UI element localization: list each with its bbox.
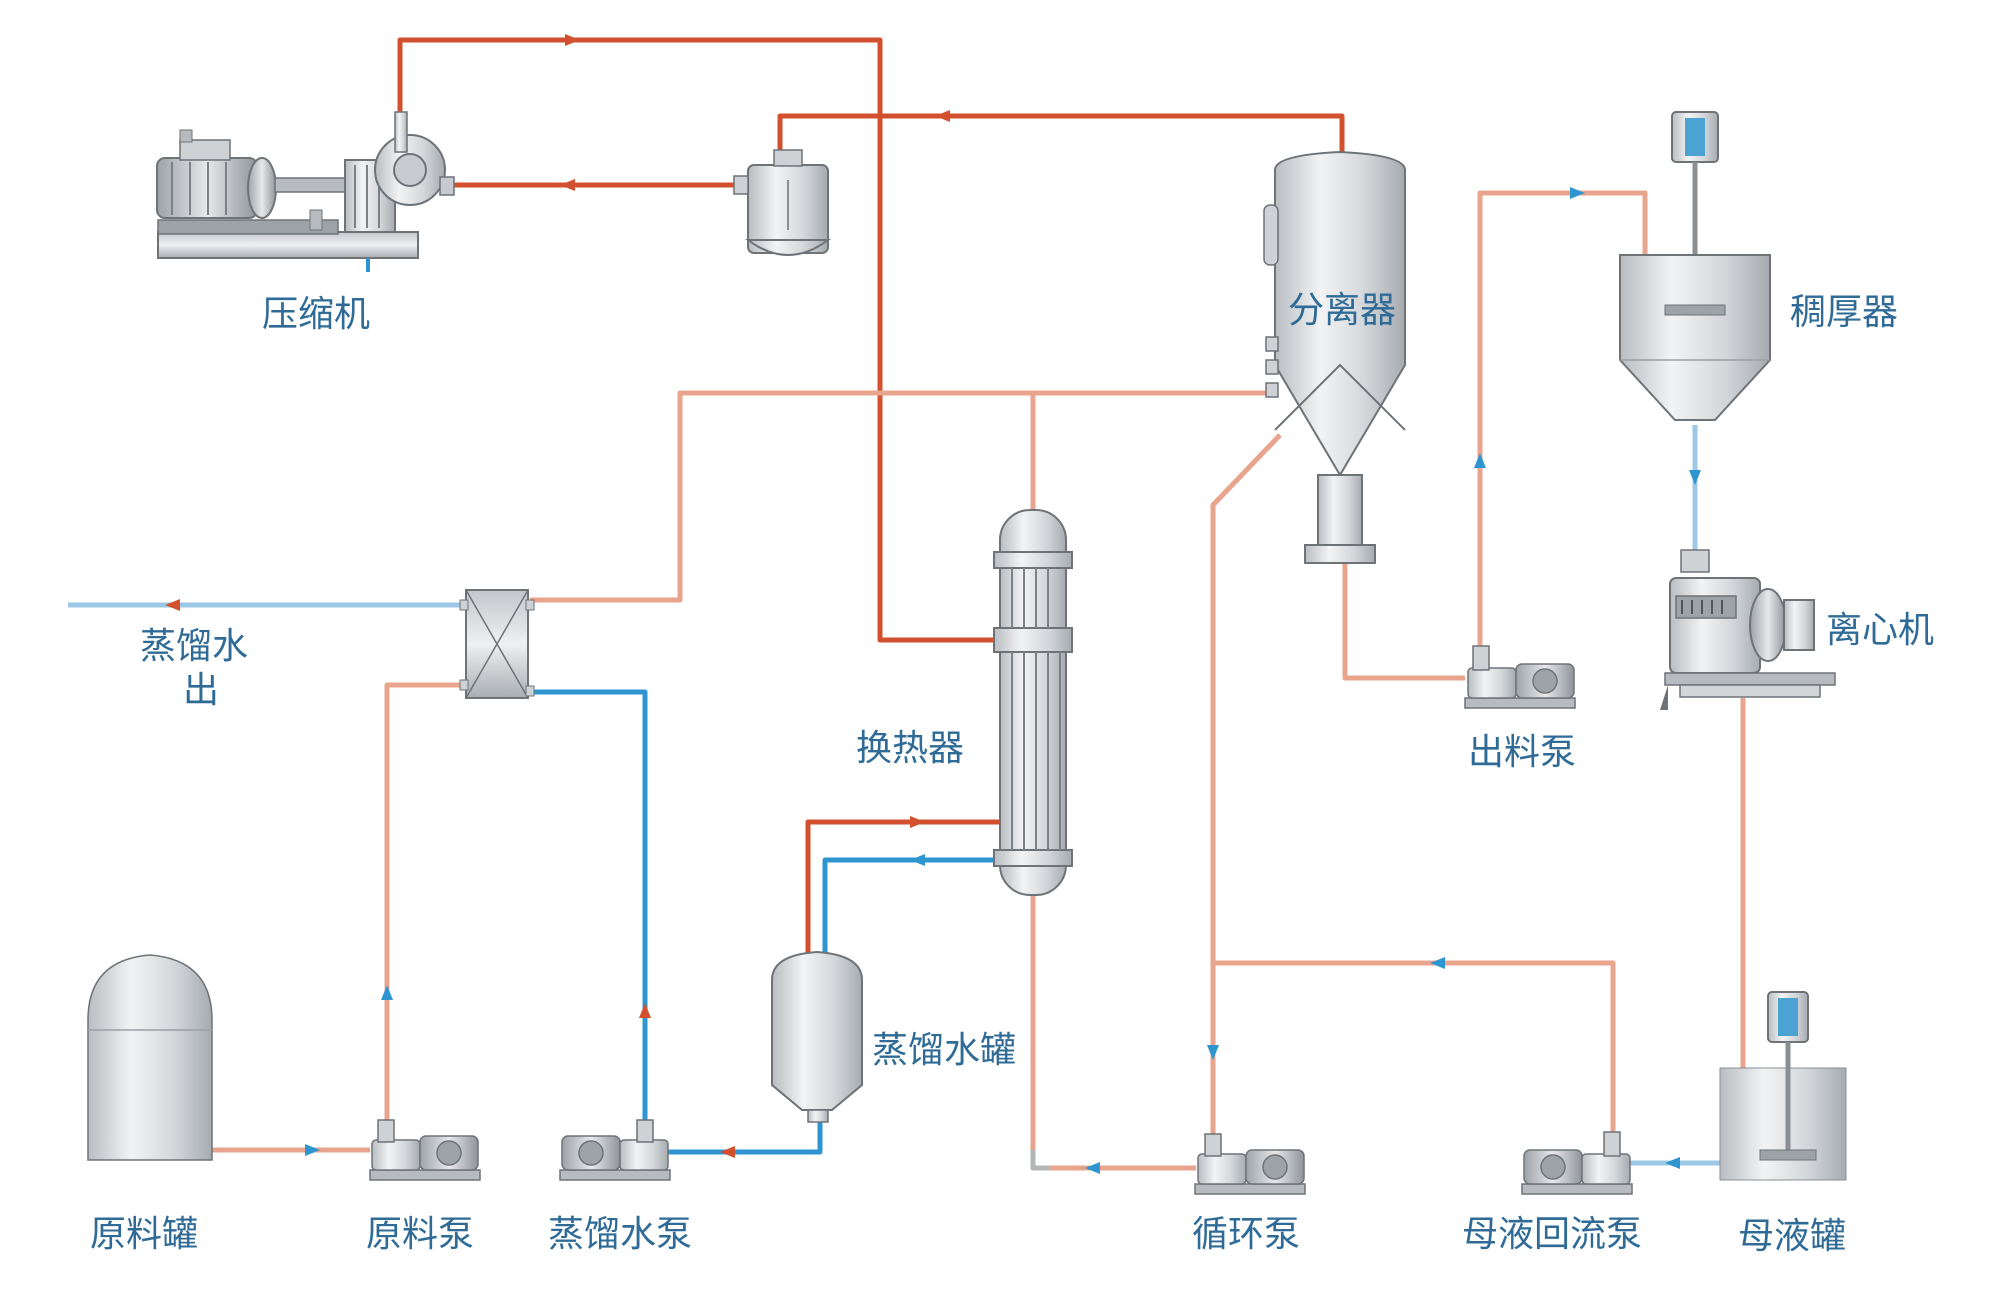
flow-arrow bbox=[1665, 1157, 1680, 1169]
flow-arrow bbox=[1570, 187, 1585, 199]
separator bbox=[1263, 150, 1406, 564]
preheater bbox=[459, 589, 535, 699]
feed-pipe-raw-pump-to-preheater bbox=[384, 682, 466, 1126]
flow-arrow bbox=[305, 1144, 320, 1156]
steam-pipe-exchanger-to-distilled-tank bbox=[805, 819, 1000, 960]
flow-arrow bbox=[1689, 470, 1701, 485]
flow-arrow bbox=[910, 854, 925, 866]
water-pipe-tank-to-distilled-pump bbox=[668, 1120, 823, 1155]
steam-pipe-compressor-to-exchanger bbox=[397, 37, 1000, 643]
flow-arrow bbox=[1474, 453, 1486, 468]
steam-trap-tank bbox=[733, 149, 832, 256]
flow-arrow bbox=[720, 1146, 735, 1158]
flow-arrow bbox=[935, 110, 950, 122]
feed-pipe-discharge-pump-to-thickener bbox=[1477, 190, 1648, 652]
flow-arrow bbox=[565, 34, 580, 46]
flow-arrow bbox=[910, 816, 925, 828]
steam-pipe-separator-to-trap bbox=[777, 113, 1345, 152]
distilled-water-pump bbox=[559, 1119, 671, 1181]
heat-exchanger bbox=[993, 509, 1073, 896]
mother-liquor-return-pump bbox=[1521, 1131, 1633, 1195]
flow-arrow bbox=[1430, 957, 1445, 969]
centrifuge-label: 离心机 bbox=[1826, 610, 1934, 651]
discharge-pump-label: 出料泵 bbox=[1468, 732, 1576, 773]
circulation-pump-label: 循环泵 bbox=[1192, 1214, 1300, 1255]
gray-pipe-exchanger-drain bbox=[1030, 1150, 1050, 1171]
separator-label: 分离器 bbox=[1288, 290, 1396, 331]
feed-pipe-separator-to-preheater bbox=[530, 390, 1275, 603]
mother-liquor-tank-label: 母液罐 bbox=[1738, 1216, 1846, 1257]
centrifuge bbox=[1660, 549, 1836, 710]
water-pipe-distilled-pump-to-preheater bbox=[530, 689, 648, 1126]
feed-pipe-separator-to-discharge-pump bbox=[1342, 563, 1465, 681]
raw-material-pump-label: 原料泵 bbox=[366, 1214, 474, 1255]
pipes bbox=[68, 34, 1746, 1174]
raw-material-tank bbox=[87, 954, 213, 1161]
discharge-pump bbox=[1464, 645, 1576, 709]
flow-arrow bbox=[1085, 1162, 1100, 1174]
flow-arrows bbox=[165, 34, 1701, 1174]
thickener-label: 稠厚器 bbox=[1790, 292, 1898, 333]
raw-material-tank-label: 原料罐 bbox=[90, 1214, 198, 1255]
flow-arrow bbox=[560, 179, 575, 191]
circulation-pump bbox=[1194, 1133, 1306, 1195]
flow-arrow bbox=[639, 1003, 651, 1018]
flow-arrow bbox=[1207, 1045, 1219, 1060]
heat-exchanger-label: 换热器 bbox=[856, 728, 964, 769]
flow-arrow bbox=[165, 599, 180, 611]
distilled-water-out-label-line1: 蒸馏水 bbox=[140, 626, 248, 667]
feed-pipe-separator-to-circulation-pump bbox=[1210, 433, 1282, 1140]
mother-liquor-return-pump-label: 母液回流泵 bbox=[1462, 1214, 1642, 1255]
flow-arrow bbox=[381, 985, 393, 1000]
mother-liquor-tank bbox=[1719, 991, 1847, 1181]
water-pipe-exchanger-to-distilled-tank bbox=[822, 857, 1000, 960]
compressor bbox=[156, 111, 455, 272]
raw-material-pump bbox=[369, 1119, 481, 1181]
distilled-water-out-label-line2: 出 bbox=[183, 670, 219, 711]
distilled-water-pump-label: 蒸馏水泵 bbox=[548, 1214, 692, 1255]
feed-pipe-exchanger-to-circulation-pump bbox=[1030, 895, 1196, 1171]
distilled-water-tank bbox=[771, 950, 863, 1123]
feed-pipe-return-header bbox=[1213, 960, 1616, 1135]
distilled-water-tank-label: 蒸馏水罐 bbox=[872, 1030, 1016, 1071]
thickener bbox=[1619, 111, 1771, 421]
compressor-label: 压缩机 bbox=[262, 294, 370, 335]
